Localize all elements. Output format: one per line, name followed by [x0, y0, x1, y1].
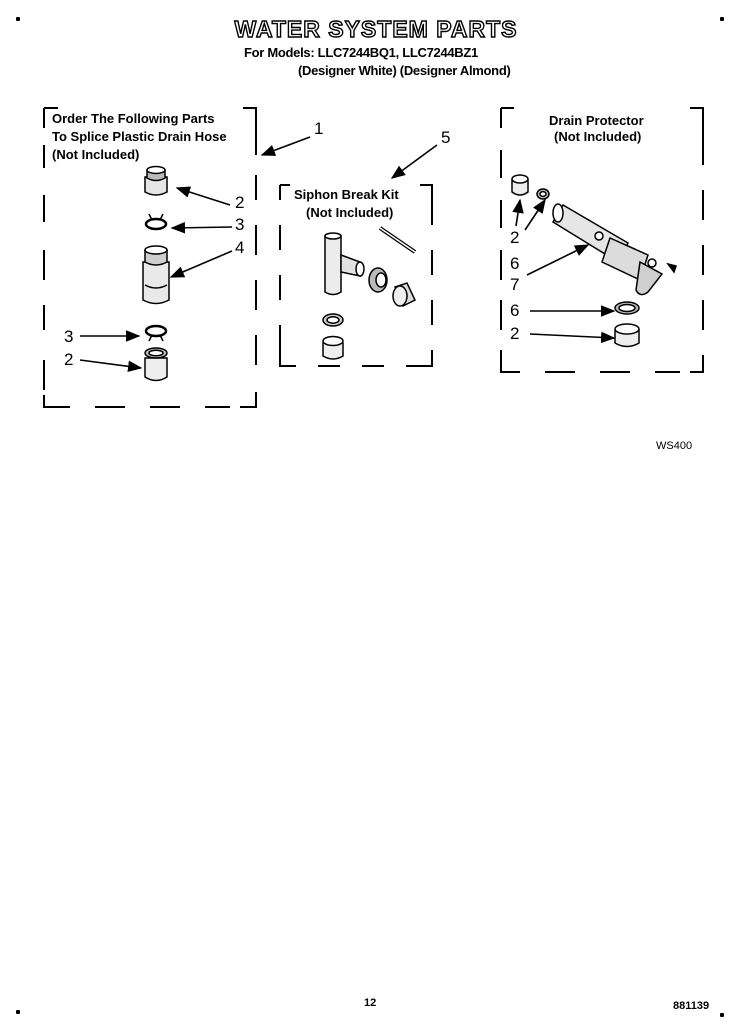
drain-box-frame: [500, 107, 704, 373]
variants-line: (Designer White) (Designer Almond): [298, 63, 511, 78]
callout-splice-3-top: 3: [235, 215, 245, 234]
splice-box-title-line1: Order The Following Parts: [52, 111, 215, 126]
siphon-box-title-line2: (Not Included): [306, 205, 394, 220]
splice-box-title-line2: To Splice Plastic Drain Hose: [52, 129, 227, 144]
callout-1: 1: [314, 119, 324, 138]
callout-drain-6-top: 6: [510, 254, 520, 273]
siphon-box-title-line1: Siphon Break Kit: [294, 187, 399, 202]
corner-mark-bottom-right: [720, 1013, 724, 1017]
callout-drain-2-bottom: 2: [510, 324, 520, 343]
callout-drain-2-top: 2: [510, 228, 520, 247]
splice-parts: [142, 165, 170, 382]
callout-drain-6-bottom: 6: [510, 301, 520, 320]
part-code: 881139: [673, 1000, 710, 1012]
callout-splice-2-bottom: 2: [64, 350, 74, 369]
page-number: 12: [364, 997, 377, 1009]
drain-box-title-line2: (Not Included): [554, 129, 642, 144]
siphon-box-frame: [279, 184, 433, 367]
splice-box-title-line3: (Not Included): [52, 147, 140, 162]
drain-parts: [511, 174, 677, 348]
callout-splice-2-top: 2: [235, 193, 245, 212]
corner-mark-bottom-left: [16, 1010, 20, 1014]
callout-5: 5: [441, 128, 451, 147]
drain-box-title-line1: Drain Protector: [549, 113, 644, 128]
callout-splice-4: 4: [235, 238, 245, 257]
splice-box-frame: [43, 107, 257, 408]
leader-lines: [79, 136, 616, 373]
figure-code: WS400: [656, 440, 693, 452]
callout-drain-7: 7: [510, 275, 520, 294]
siphon-parts: [322, 226, 417, 360]
page-title: WATER SYSTEM PARTS: [234, 15, 518, 42]
corner-mark-top-right: [720, 17, 724, 21]
callout-splice-3-bottom: 3: [64, 327, 74, 346]
corner-mark-top-left: [16, 17, 20, 21]
models-line: For Models: LLC7244BQ1, LLC7244BZ1: [244, 45, 478, 60]
